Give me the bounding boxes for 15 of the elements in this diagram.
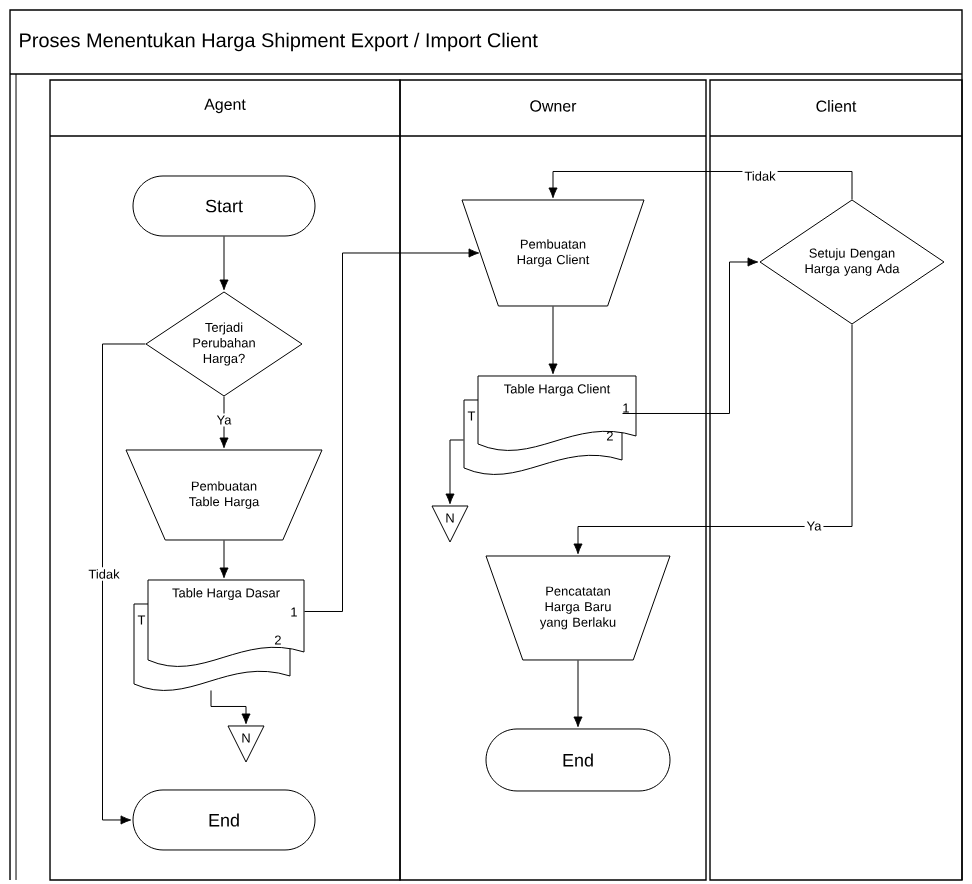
arrow — [573, 324, 853, 555]
arrow — [548, 306, 558, 375]
end-terminal: End — [485, 728, 671, 792]
arrow — [219, 396, 229, 449]
start-terminal: Start — [132, 175, 316, 237]
end-terminal: End — [132, 789, 316, 851]
arrow — [304, 248, 480, 612]
arrow — [445, 439, 464, 505]
arrow — [622, 257, 759, 414]
arrow — [548, 171, 853, 200]
arrow — [219, 540, 229, 579]
arrow — [219, 236, 229, 291]
arrow — [102, 343, 146, 825]
arrow — [210, 690, 251, 725]
arrow — [573, 660, 583, 728]
